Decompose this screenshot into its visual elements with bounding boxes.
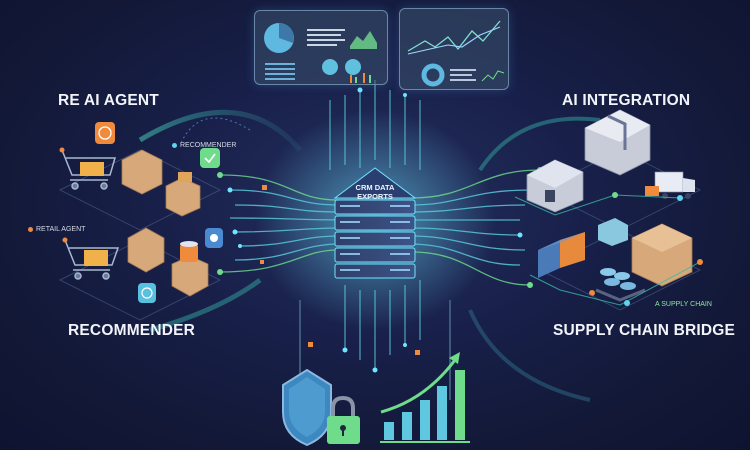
coffee-cup-icon <box>180 244 198 262</box>
growth-bar-chart-icon <box>380 352 470 443</box>
recommender-tag-text: RECOMMENDER <box>180 142 237 149</box>
retail-agent-tag: RETAIL AGENT <box>28 226 85 233</box>
pallet-icon <box>595 268 646 302</box>
section-title-re-ai-agent: RE AI AGENT <box>58 92 159 109</box>
shopping-cart-icon <box>61 149 117 190</box>
padlock-icon <box>327 395 360 444</box>
check-badge-icon <box>200 148 220 168</box>
hub-label-line2: EXPORTS <box>357 192 393 201</box>
analytics-dashboard-icon <box>254 10 388 85</box>
delivery-truck-icon <box>645 171 695 199</box>
line-chart-dashboard-icon <box>399 8 509 90</box>
package-box-icon <box>631 223 693 287</box>
supply-chain-tag: A SUPPLY CHAIN <box>655 301 712 308</box>
recommender-tag: RECOMMENDER <box>172 142 236 149</box>
section-title-recommender: RECOMMENDER <box>68 322 196 339</box>
retail-agent-tag-text: RETAIL AGENT <box>36 226 86 233</box>
supply-chain-tag-text: A SUPPLY CHAIN <box>655 301 712 308</box>
currency-badge-icon <box>95 122 115 144</box>
shipping-container-icon <box>538 232 585 278</box>
tag-dot <box>172 143 177 148</box>
tag-dot <box>28 227 33 232</box>
server-stack-icon <box>330 160 420 285</box>
section-title-supply-chain-bridge: SUPPLY CHAIN BRIDGE <box>553 322 736 339</box>
center-hub-label: CRM DATA EXPORTS <box>338 183 412 201</box>
section-title-ai-integration: AI INTEGRATION <box>562 92 691 109</box>
hub-label-line1: CRM DATA <box>355 183 395 192</box>
security-shield-icon <box>282 368 332 447</box>
warehouse-icon <box>526 159 584 213</box>
